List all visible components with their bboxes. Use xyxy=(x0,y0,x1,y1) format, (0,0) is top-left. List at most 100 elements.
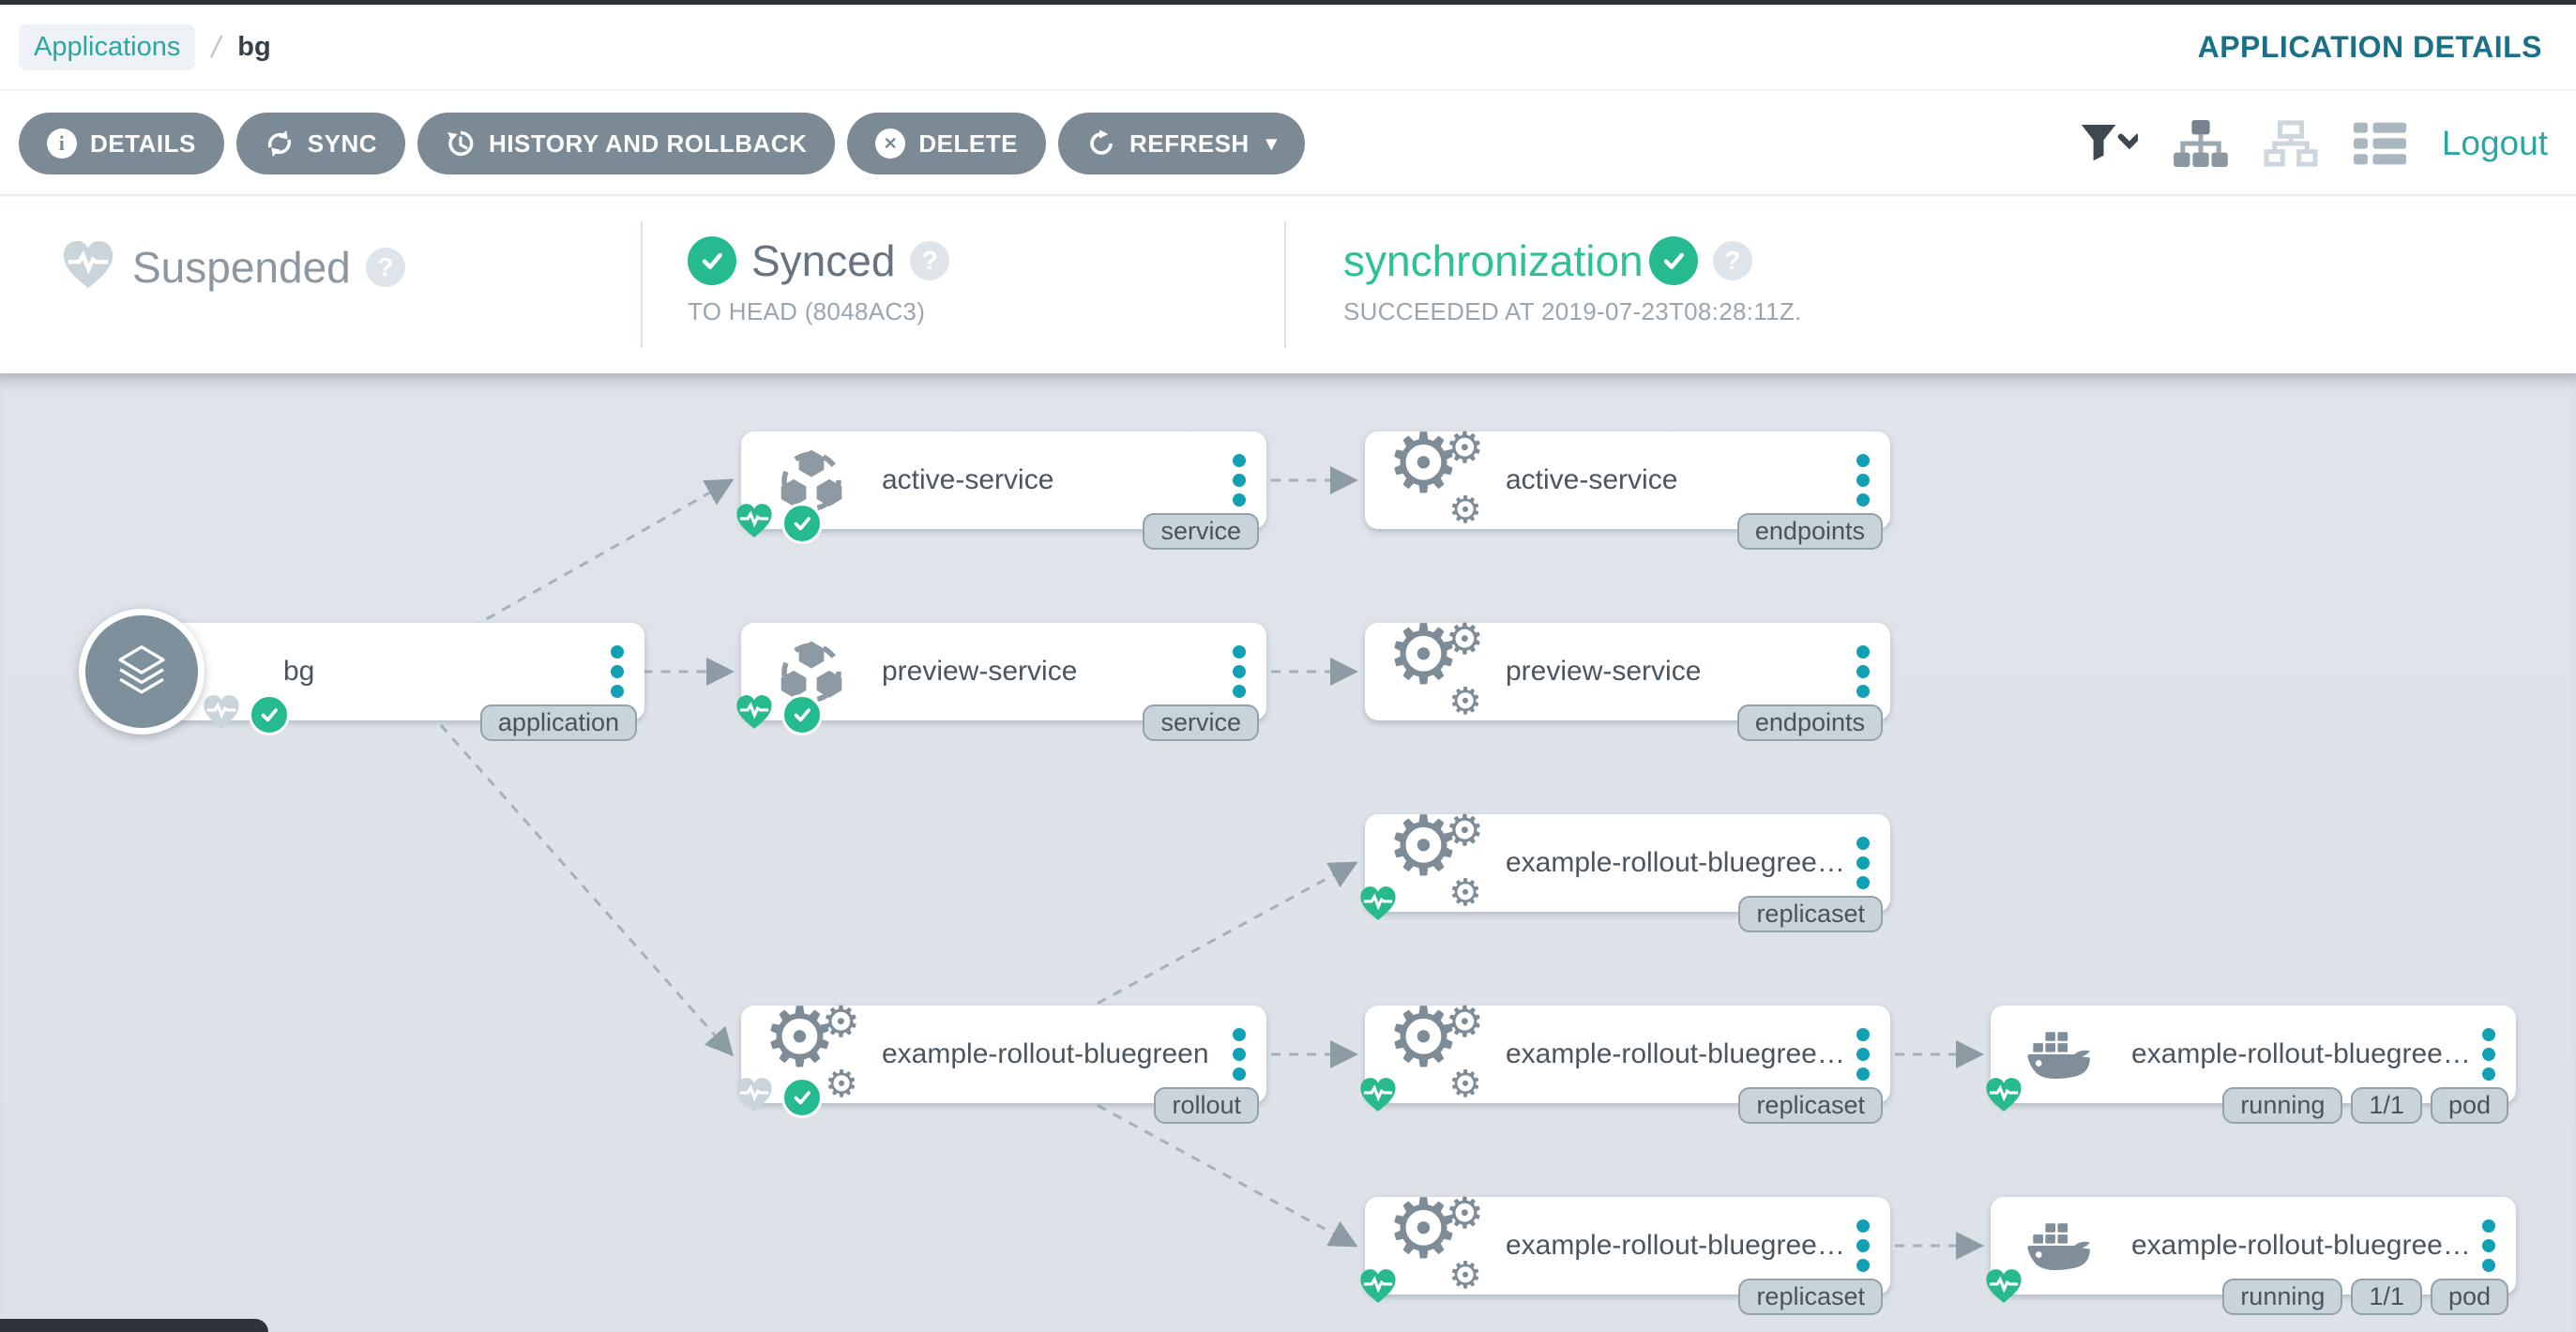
synced-check-icon xyxy=(781,502,823,544)
app-header: Applications / bg APPLICATION DETAILS xyxy=(0,5,2576,91)
heart-healthy-icon xyxy=(1983,1265,2024,1311)
kebab-menu-icon[interactable] xyxy=(1851,1028,1890,1081)
help-icon[interactable]: ? xyxy=(1712,241,1752,280)
docker-icon xyxy=(1991,1217,2131,1275)
button-label: DELETE xyxy=(918,129,1018,158)
resource-edge xyxy=(1003,861,1358,1056)
filter-icon[interactable] xyxy=(2080,122,2138,165)
kebab-menu-icon[interactable] xyxy=(2477,1219,2516,1272)
resource-badge: running xyxy=(2222,1279,2343,1315)
kebab-menu-icon[interactable] xyxy=(1227,1028,1266,1081)
refresh-button[interactable]: REFRESH ▾ xyxy=(1057,113,1306,174)
resource-edge xyxy=(392,478,735,674)
kebab-menu-icon[interactable] xyxy=(1227,454,1266,507)
kebab-menu-icon[interactable] xyxy=(1851,454,1890,507)
sync-status-detail: TO HEAD (8048AC3) xyxy=(688,297,926,325)
resource-badge: replicaset xyxy=(1738,1279,1883,1315)
kebab-menu-icon[interactable] xyxy=(1227,645,1266,698)
kebab-menu-icon[interactable] xyxy=(2477,1028,2516,1081)
operation-status-detail: SUCCEEDED AT 2019-07-23T08:28:11Z. xyxy=(1343,297,1802,325)
resource-name: example-rollout-bluegreen-c95f44... xyxy=(2131,1230,2477,1261)
application-node[interactable]: bg application xyxy=(143,623,644,741)
service-icon xyxy=(741,635,882,708)
heart-healthy-icon xyxy=(1357,1265,1399,1311)
delete-button[interactable]: ✕ DELETE xyxy=(847,113,1046,174)
sync-button[interactable]: SYNC xyxy=(235,113,406,174)
pod-node[interactable]: example-rollout-bluegreen-c95f44... runni… xyxy=(1986,1197,2516,1315)
org-chart-outline-icon[interactable] xyxy=(2264,120,2318,167)
history-icon xyxy=(447,130,474,157)
info-icon: i xyxy=(47,129,77,159)
breadcrumb-applications-link[interactable]: Applications xyxy=(19,23,196,70)
sync-status-label: Synced xyxy=(751,236,896,285)
kebab-menu-icon[interactable] xyxy=(1851,837,1890,889)
synced-check-icon xyxy=(781,693,823,735)
heart-healthy-icon xyxy=(1357,1074,1399,1120)
chevron-down-icon: ▾ xyxy=(1265,131,1278,155)
resource-name: example-rollout-bluegreen-7d6cff7... xyxy=(2131,1038,2477,1069)
replicaset-node[interactable]: ⚙⚙⚙example-rollout-bluegreen-c95f44...re… xyxy=(1360,1182,1890,1315)
application-icon[interactable] xyxy=(79,609,205,734)
resource-name: active-service xyxy=(882,464,1054,495)
resource-name: preview-service xyxy=(1506,656,1702,687)
gears-icon: ⚙⚙⚙ xyxy=(1386,416,1484,531)
history-rollback-button[interactable]: HISTORY AND ROLLBACK xyxy=(417,113,836,174)
gears-icon: ⚙⚙⚙ xyxy=(1386,991,1484,1105)
sync-status-section: Synced ? TO HEAD (8048AC3) xyxy=(688,235,950,326)
resource-badge: replicaset xyxy=(1738,1087,1883,1124)
logout-link[interactable]: Logout xyxy=(2441,124,2548,162)
sync-icon xyxy=(267,130,291,157)
operation-status-section: synchronization ? SUCCEEDED AT 2019-07-2… xyxy=(1343,235,1802,326)
resource-badge: replicaset xyxy=(1738,896,1883,932)
gears-icon: ⚙⚙⚙ xyxy=(1386,1182,1484,1296)
help-icon[interactable]: ? xyxy=(910,241,950,280)
check-circle-icon xyxy=(1648,236,1698,285)
resource-badge: application xyxy=(479,704,637,741)
status-bar: Suspended ? Synced ? TO HEAD (8048AC3) s… xyxy=(0,198,2576,373)
replicaset-node[interactable]: ⚙⚙⚙example-rollout-bluegreen-6d89d6...re… xyxy=(1360,805,1890,932)
resource-badge: pod xyxy=(2430,1087,2508,1124)
resource-badge: endpoints xyxy=(1736,513,1883,550)
resource-badge: 1/1 xyxy=(2351,1279,2422,1315)
kebab-menu-icon[interactable] xyxy=(1851,1219,1890,1272)
kebab-menu-icon[interactable] xyxy=(1851,645,1890,698)
health-status-label: Suspended xyxy=(132,242,351,292)
resource-name: bg xyxy=(283,656,315,687)
button-label: HISTORY AND ROLLBACK xyxy=(489,129,808,158)
operation-status-label: synchronization xyxy=(1343,236,1644,285)
breadcrumb-separator: / xyxy=(208,29,225,64)
docker-icon xyxy=(1991,1025,2131,1083)
delete-icon: ✕ xyxy=(875,129,906,159)
resource-name: example-rollout-bluegreen-6d89d6... xyxy=(1506,847,1851,878)
refresh-icon xyxy=(1090,129,1113,155)
top-edge-bar xyxy=(0,0,2576,5)
status-divider xyxy=(1284,221,1286,348)
status-divider xyxy=(641,221,643,348)
resource-name: example-rollout-bluegreen-7d6cff7... xyxy=(1506,1038,1851,1069)
synced-check-icon xyxy=(781,1076,823,1118)
org-chart-icon[interactable] xyxy=(2173,120,2228,167)
pod-node[interactable]: example-rollout-bluegreen-7d6cff7...runn… xyxy=(1986,1006,2516,1124)
resource-badge: service xyxy=(1143,704,1259,741)
heart-suspended-icon xyxy=(201,691,242,737)
page-title: APPLICATION DETAILS xyxy=(2197,29,2542,64)
kebab-menu-icon[interactable] xyxy=(605,645,644,698)
list-icon[interactable] xyxy=(2353,122,2406,165)
help-icon[interactable]: ? xyxy=(365,247,405,287)
breadcrumb-current: bg xyxy=(237,31,271,62)
resource-badge: endpoints xyxy=(1736,704,1883,741)
button-label: REFRESH xyxy=(1129,129,1250,158)
resource-badge: 1/1 xyxy=(2351,1087,2422,1124)
replicaset-node[interactable]: ⚙⚙⚙ example-rollout-bluegreen-7d6cff7... r… xyxy=(1360,991,1890,1124)
breadcrumb: Applications / bg xyxy=(19,23,271,70)
resource-badge: rollout xyxy=(1154,1087,1259,1124)
